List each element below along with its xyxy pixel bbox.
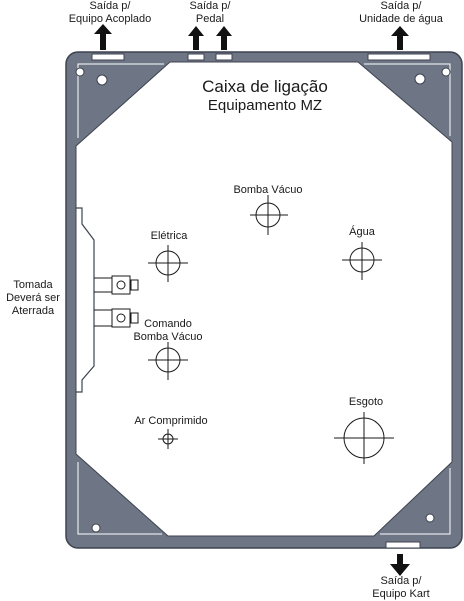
mount-hole-tl-2 (96, 74, 108, 86)
slot-pedal-2 (215, 53, 233, 61)
mount-hole-bl (91, 523, 101, 533)
socket-outlet-icon-1 (94, 275, 139, 295)
label-esgoto: Esgoto (348, 396, 384, 408)
socket-outlet-icon-2 (94, 308, 139, 328)
label-saida-acoplado: Saída p/ Equipo Acoplado (68, 0, 152, 25)
diagram-title: Caixa de ligação (202, 77, 328, 96)
label-saida-pedal: Saída p/ Pedal (189, 0, 231, 25)
arrow-down-icon-kart (390, 554, 410, 576)
mount-hole-tr-2 (414, 73, 426, 85)
slot-kart (385, 541, 421, 549)
label-saida-agua: Saída p/ Unidade de água (359, 0, 443, 25)
crosshair-esgoto (334, 412, 394, 464)
crosshair-agua (342, 242, 382, 280)
mount-hole-tl (75, 67, 85, 77)
corner-outline-br (380, 468, 451, 535)
slot-pedal-1 (187, 53, 205, 61)
box-interior (75, 61, 453, 537)
socket-bracket (76, 207, 95, 393)
arrow-up-icon-pedal-2 (216, 26, 232, 50)
slot-acoplado (91, 53, 125, 61)
label-tomada-aterrada: Tomada Deverá ser Aterrada (6, 279, 60, 317)
arrow-up-icon-agua (391, 26, 409, 50)
label-agua: Água (349, 226, 375, 238)
label-saida-kart: Saída p/ Equipo Kart (372, 575, 430, 600)
crosshair-bomba-vacuo (250, 195, 288, 235)
corner-outline-bl (77, 462, 162, 535)
slot-agua (367, 53, 431, 61)
crosshair-comando-bomba-vacuo (148, 342, 188, 380)
crosshair-ar-comprimido (158, 429, 178, 449)
arrow-up-icon-pedal-1 (188, 26, 204, 50)
label-comando-bomba-vacuo: Comando Bomba Vácuo (133, 318, 203, 343)
mount-hole-tr (441, 67, 451, 77)
diagram-subtitle: Equipamento MZ (207, 97, 323, 114)
label-ar-comprimido: Ar Comprimido (134, 415, 208, 427)
corner-outline-tr (364, 63, 451, 136)
crosshair-eletrica (148, 245, 188, 282)
label-eletrica: Elétrica (150, 230, 188, 242)
mount-hole-br (425, 513, 435, 523)
arrow-up-icon-acoplado (94, 24, 112, 50)
label-bomba-vacuo: Bomba Vácuo (233, 184, 303, 196)
corner-outline-tl (77, 63, 164, 138)
